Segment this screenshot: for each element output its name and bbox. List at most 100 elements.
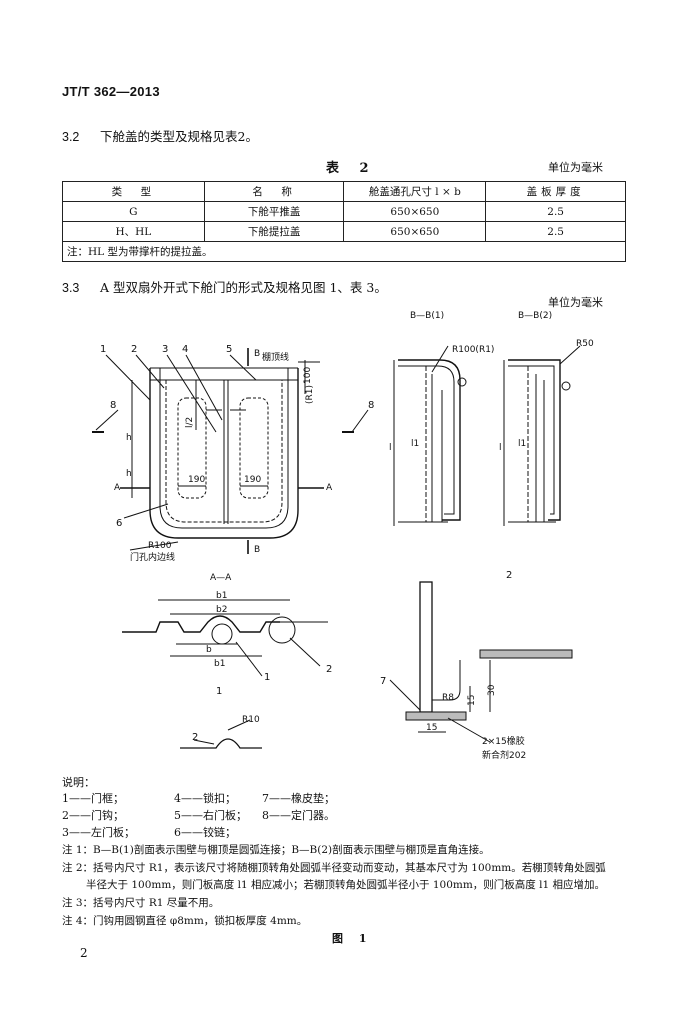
label-aa: A—A: [210, 573, 232, 583]
label-r100: R100: [148, 541, 172, 551]
callout-6: 6: [116, 518, 122, 529]
table-header-cell: 盖板厚度: [485, 181, 626, 202]
callout-2-aa: 2: [326, 664, 332, 675]
label-dim-l2: l/2: [185, 417, 195, 428]
detail-2-view: [389, 581, 573, 743]
table-header-cell: 舱盖通孔尺寸 l × b: [343, 181, 487, 202]
legend-row: 3——左门板；6——铰链；: [62, 824, 262, 840]
label-glue: 新合剂202: [482, 749, 526, 761]
label-r10: R10: [242, 715, 260, 725]
label-rubber: 2×15橡胶: [482, 735, 525, 747]
callout-7: 7: [380, 676, 386, 687]
table-cell: 2.5: [485, 221, 626, 242]
label-dim-l-bb2: l: [499, 443, 502, 453]
table-header-cell: 名 称: [203, 181, 345, 202]
table-unit: 单位为毫米: [548, 161, 603, 174]
label-dim-15-vertical: 15: [467, 695, 477, 706]
note-2: 注 2：括号内尺寸 R1，表示该尺寸将随棚顶转角处圆弧半径变动而变动，其基本尺寸…: [62, 862, 606, 874]
table-row: H、HL 下舱提拉盖 650×650 2.5: [62, 221, 626, 242]
label-dim-15-horizontal: 15: [426, 723, 437, 733]
callout-3: 3: [162, 344, 168, 355]
label-dim-l1-bb1: l1: [411, 439, 419, 449]
table-cell: 650×650: [343, 221, 487, 242]
section-aa-view: [122, 599, 328, 677]
spec-table: 类 型 名 称 舱盖通孔尺寸 l × b 盖板厚度 G 下舱平推盖 650×65…: [62, 181, 626, 262]
label-door-edge: 门孔内边线: [130, 551, 175, 563]
table-header-cell: 类 型: [62, 181, 205, 202]
label-dim-r1: (R1): [305, 385, 315, 404]
section-text: A 型双扇外开式下舱门的形式及规格见图 1、表 3。: [100, 280, 387, 295]
callout-8-left: 8: [110, 400, 116, 411]
callout-2: 2: [131, 344, 137, 355]
label-section-a-right: A: [326, 483, 333, 493]
note-4: 注 4：门钩用圆钢直径 φ8mm，锁扣板厚度 4mm。: [62, 915, 308, 927]
label-190-right: 190: [244, 475, 261, 485]
section-number: 3.3: [62, 281, 80, 295]
section-3-2: 3.2 下舱盖的类型及规格见表2。: [62, 126, 258, 145]
label-dim-h-upper: h: [126, 433, 132, 443]
table-cell: H、HL: [62, 221, 205, 242]
figure-1-drawing: B—B(1) B—B(2) R100(R1) R50 棚顶线 190 190 R…: [92, 311, 594, 761]
figure-unit: 单位为毫米: [548, 296, 603, 309]
detail-1-label: 1: [216, 686, 222, 697]
label-190-left: 190: [188, 475, 205, 485]
legend-item: 5——右门板；: [174, 809, 247, 822]
legend-item: 1——门框；: [62, 792, 124, 805]
label-r50: R50: [576, 339, 594, 349]
label-dim-100: 100: [303, 367, 313, 384]
callout-1-aa: 1: [264, 672, 270, 683]
label-dim-l1-bb2: l1: [518, 439, 526, 449]
legend-item: 2——门钩；: [62, 809, 124, 822]
table-cell: 下舱提拉盖: [203, 221, 345, 242]
section-number: 3.2: [62, 130, 80, 144]
detail-1-view: [180, 719, 262, 749]
callout-5: 5: [226, 344, 232, 355]
legend-row: 1——门框；4——锁扣；7——橡皮垫；: [62, 790, 335, 806]
label-dim-h-lower: h: [126, 469, 132, 479]
table-cell: 2.5: [485, 201, 626, 222]
table-cell: G: [62, 201, 205, 222]
label-dim-30: 30: [487, 684, 497, 696]
callout-8-right: 8: [368, 400, 374, 411]
page-number: 2: [80, 946, 88, 960]
label-dim-b2: b2: [216, 605, 227, 615]
label-dim-b1-lower: b1: [214, 659, 225, 669]
page-header: JT/T 362—2013: [62, 84, 160, 99]
legend-item: 4——锁扣；: [174, 792, 236, 805]
callout-2-detail: 2: [192, 732, 198, 743]
note-2-continued: 半径大于 100mm，则门板高度 l1 相应减小；若棚顶转角处圆弧半径小于 10…: [86, 879, 606, 891]
callout-4: 4: [182, 344, 188, 355]
table-row: G 下舱平推盖 650×650 2.5: [62, 201, 626, 222]
label-dim-l-bb1: l: [389, 443, 392, 453]
legend-item: 6——铰链；: [174, 826, 236, 839]
label-dim-b: b: [206, 645, 212, 655]
note-3: 注 3：括号内尺寸 R1 尽量不用。: [62, 897, 220, 909]
callout-1: 1: [100, 344, 106, 355]
section-bb2-view: [503, 345, 581, 526]
label-section-a-left: A: [114, 483, 121, 493]
label-bb2: B—B(2): [518, 311, 552, 321]
label-r100r1: R100(R1): [452, 345, 494, 355]
label-ceiling-line: 棚顶线: [262, 351, 289, 363]
section-text: 下舱盖的类型及规格见表2。: [100, 129, 258, 144]
label-section-b-top: B: [254, 349, 260, 359]
legend-title: 说明：: [62, 776, 95, 789]
label-section-b-bottom: B: [254, 545, 260, 555]
table-note-row: 注：HL 型为带撑杆的提拉盖。: [62, 241, 626, 262]
table-note: 注：HL 型为带撑杆的提拉盖。: [62, 241, 626, 262]
legend-row: 2——门钩； 5——右门板； 8——定门器。: [62, 807, 335, 823]
table-header-row: 类 型 名 称 舱盖通孔尺寸 l × b 盖板厚度: [62, 181, 626, 202]
label-bb1: B—B(1): [410, 311, 444, 321]
table-caption: 表 2: [326, 161, 377, 176]
detail-2-label: 2: [506, 570, 512, 581]
label-dim-b1: b1: [216, 591, 227, 601]
label-r8: R8: [442, 693, 454, 703]
note-1: 注 1：B—B(1)剖面表示围壁与棚顶是圆弧连接；B—B(2)剖面表示围壁与棚顶…: [62, 844, 490, 856]
section-3-3: 3.3 A 型双扇外开式下舱门的形式及规格见图 1、表 3。: [62, 277, 387, 296]
front-view: [92, 348, 324, 554]
figure-caption: 图 1: [332, 932, 373, 945]
section-bb1-view: [393, 345, 467, 526]
table-cell: 650×650: [343, 201, 487, 222]
table-cell: 下舱平推盖: [203, 201, 345, 222]
legend-item: 8——定门器。: [262, 809, 335, 822]
